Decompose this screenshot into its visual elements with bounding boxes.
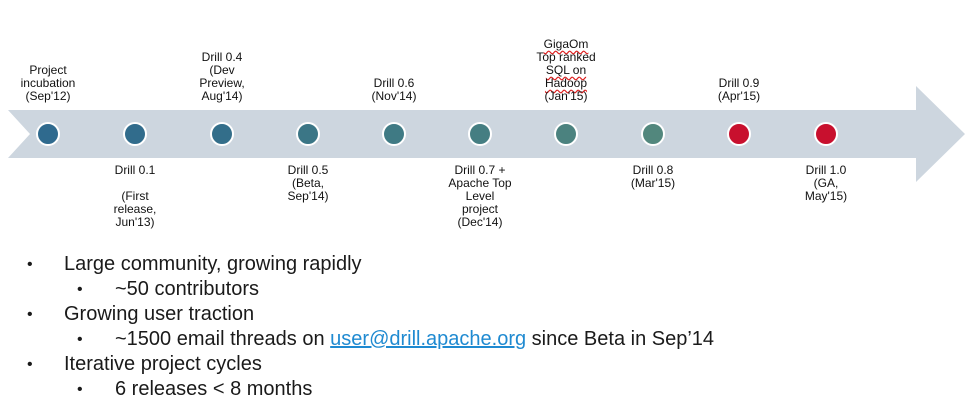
milestone-label-line: release, xyxy=(113,202,157,216)
milestone-label-line: Level xyxy=(465,189,495,203)
milestone-label-line: Jun'13) xyxy=(115,215,155,229)
bullet-text: Growing user traction xyxy=(64,303,255,325)
milestone-label-line: incubation xyxy=(20,76,76,90)
milestone-label: Drill 1.0(GA,May'15) xyxy=(805,164,847,203)
milestone-label-line: Hadoop xyxy=(544,76,588,90)
milestone-label-line: (Dev xyxy=(209,63,235,77)
milestone-label: Drill 0.9(Apr'15) xyxy=(718,77,760,103)
bullet-glyph: • xyxy=(77,331,83,348)
milestone-label-line: (Mar'15) xyxy=(630,176,676,190)
milestone-label-line: Top ranked xyxy=(536,50,596,64)
bullet-glyph: • xyxy=(27,256,33,273)
bullet-text: Iterative project cycles xyxy=(64,353,262,375)
bullet-text: Large community, growing rapidly xyxy=(64,253,362,275)
milestone-label-line: Apache Top xyxy=(448,176,512,190)
milestone-label-line: Drill 0.4 xyxy=(201,50,243,64)
bullet-glyph: • xyxy=(27,306,33,323)
milestone-dot xyxy=(814,122,838,146)
milestone-label-line: (Sep'12) xyxy=(25,89,71,103)
milestone-label-line: Drill 0.9 xyxy=(718,76,760,90)
sub-bullet-item: • ~1500 email threads on user@drill.apach… xyxy=(0,327,969,352)
bullet-text-after: since Beta in Sep’14 xyxy=(526,328,715,350)
email-link[interactable]: user@drill.apache.org xyxy=(330,328,527,350)
bullet-text: 6 releases < 8 months xyxy=(115,378,313,400)
milestone-label-line: Preview, xyxy=(199,76,245,90)
milestone-dot xyxy=(123,122,147,146)
milestone-label-line: Project xyxy=(29,63,67,77)
milestone-dot xyxy=(468,122,492,146)
bullet-glyph: • xyxy=(27,356,33,373)
milestone-label-line: (First xyxy=(121,189,149,203)
sub-bullet-item: • 6 releases < 8 months xyxy=(0,377,969,402)
milestone-dot xyxy=(641,122,665,146)
milestone-label-line: project xyxy=(461,202,499,216)
milestone-label-line: Drill 0.8 xyxy=(632,163,674,177)
milestone-label-line: Aug'14) xyxy=(201,89,243,103)
milestone-label-line: Drill 0.1 xyxy=(114,163,156,177)
milestone-label: Drill 0.5(Beta,Sep'14) xyxy=(288,164,329,203)
milestone-label-line: Drill 0.5 xyxy=(287,163,329,177)
milestone-label-line: May'15) xyxy=(804,189,848,203)
milestone-label-line: (Nov'14) xyxy=(371,89,417,103)
timeline-arrow-graphic xyxy=(8,86,965,182)
milestone-dot xyxy=(554,122,578,146)
bullet-list: • Large community, growing rapidly • ~50 co… xyxy=(0,252,969,402)
milestone-label-line: (Apr'15) xyxy=(717,89,761,103)
milestone-label: Drill 0.6(Nov'14) xyxy=(372,77,417,103)
milestone-label-line: Drill 1.0 xyxy=(805,163,847,177)
milestone-dots xyxy=(36,122,838,146)
milestone-label: Drill 0.8(Mar'15) xyxy=(631,164,675,190)
bullet-text-before: ~1500 email threads on xyxy=(115,328,331,350)
bullet-text: ~50 contributors xyxy=(115,278,259,300)
milestone-dot xyxy=(210,122,234,146)
milestone-label-line: GigaOm xyxy=(543,37,589,51)
milestone-label-line: (GA, xyxy=(813,176,839,190)
milestone-label-line: Drill 0.6 xyxy=(373,76,415,90)
milestone-label-line: Sep'14) xyxy=(287,189,329,203)
milestone-dot xyxy=(727,122,751,146)
milestone-label-line: (Jan'15) xyxy=(544,89,588,103)
milestone-dot xyxy=(382,122,406,146)
milestone-label-line: (Dec'14) xyxy=(457,215,503,229)
bullet-item: • Large community, growing rapidly xyxy=(0,252,969,277)
milestone-label-line: (Beta, xyxy=(291,176,324,190)
bullet-item: • Iterative project cycles xyxy=(0,352,969,377)
bullet-item: • Growing user traction xyxy=(0,302,969,327)
milestone-dot xyxy=(296,122,320,146)
milestone-label-line: SQL on xyxy=(545,63,587,77)
milestone-label-line: Drill 0.7 + xyxy=(454,163,506,177)
bullet-text: ~1500 email threads on user@drill.apache… xyxy=(115,327,714,352)
bullet-glyph: • xyxy=(77,281,83,298)
sub-bullet-item: • ~50 contributors xyxy=(0,277,969,302)
milestone-dot xyxy=(36,122,60,146)
bullet-glyph: • xyxy=(77,381,83,398)
